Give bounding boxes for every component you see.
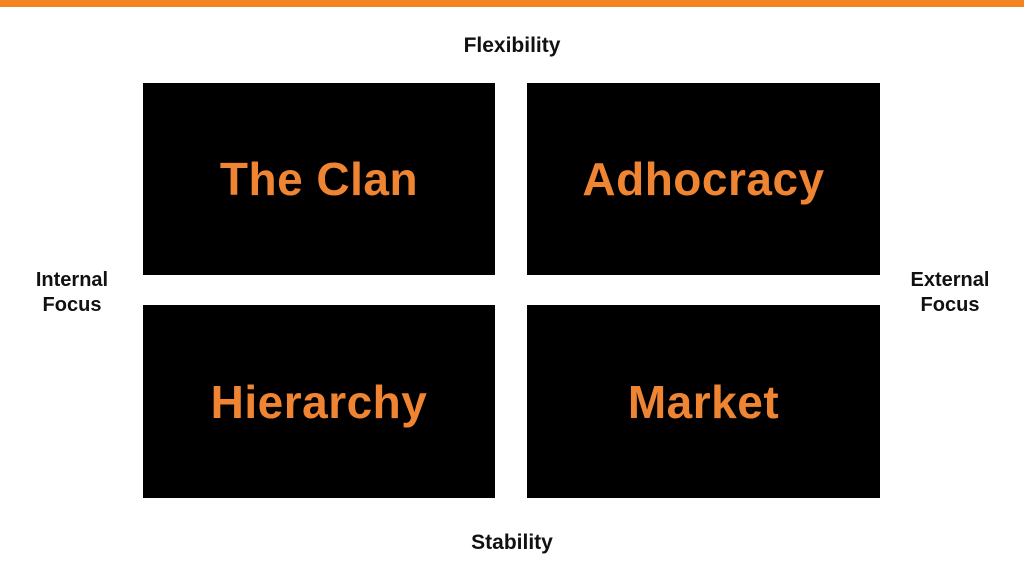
axis-label-external-focus: External Focus xyxy=(910,269,990,316)
axis-label-flexibility: Flexibility xyxy=(463,34,561,57)
quadrant-clan: The Clan xyxy=(143,83,495,275)
axis-label-internal-focus: Internal Focus xyxy=(35,269,109,316)
quadrant-market-label: Market xyxy=(627,375,780,428)
axis-label-stability: Stability xyxy=(471,531,553,554)
quadrant-market: Market xyxy=(527,305,880,498)
quadrant-hierarchy-label: Hierarchy xyxy=(210,375,428,428)
quadrant-matrix: The Clan Adhocracy Hierarchy Market xyxy=(143,83,880,498)
quadrant-clan-label: The Clan xyxy=(219,153,419,205)
quadrant-adhocracy-label: Adhocracy xyxy=(582,153,825,205)
top-accent-bar xyxy=(0,0,1024,7)
quadrant-adhocracy: Adhocracy xyxy=(527,83,880,275)
quadrant-hierarchy: Hierarchy xyxy=(143,305,495,498)
